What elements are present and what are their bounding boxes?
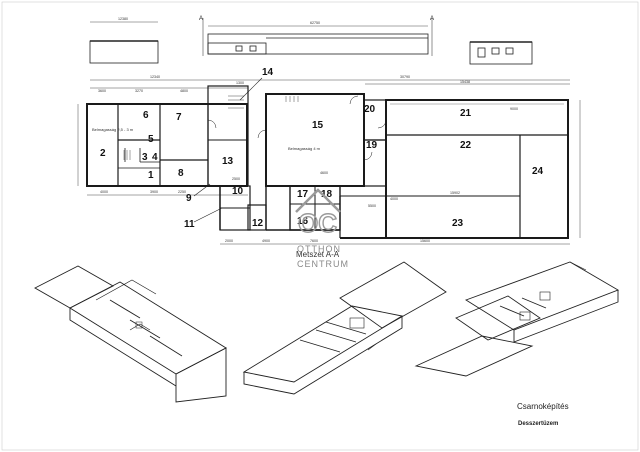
room-number-15: 15 xyxy=(312,120,324,131)
section-a-a: 62750 xyxy=(202,18,433,56)
room-number-16: 16 xyxy=(297,216,309,227)
dim-left-block: 12380 xyxy=(118,17,128,21)
room-note-2: Belmagasság 2,5 - 3 m xyxy=(92,127,134,132)
dim-seg-h: 5500 xyxy=(368,204,376,208)
drawing-title: Csarnoképítés xyxy=(517,402,569,411)
dim-top-overall: 62750 xyxy=(310,21,320,25)
floor-plan xyxy=(77,79,581,245)
dim-main-width: 12340 xyxy=(150,75,160,79)
room-number-4: 4 xyxy=(152,152,158,163)
section-marker-right: A xyxy=(430,16,434,22)
dim-seg-o: 2500 xyxy=(232,177,240,181)
room-number-3: 3 xyxy=(142,152,148,163)
room-number-6: 6 xyxy=(143,110,149,121)
dim-seg-n: 2250 xyxy=(178,190,186,194)
room-number-14: 14 xyxy=(262,67,274,78)
room-number-23: 23 xyxy=(452,218,464,229)
section-label: Metszet A-A xyxy=(296,250,340,259)
dim-seg-j: 7600 xyxy=(310,239,318,243)
room-number-8: 8 xyxy=(178,168,184,179)
room-number-7: 7 xyxy=(176,112,182,123)
isometric-view-right xyxy=(414,261,620,377)
dim-seg-p: 4000 xyxy=(390,197,398,201)
room-number-2: 2 xyxy=(100,148,106,159)
room-number-21: 21 xyxy=(460,108,472,119)
elevation-right xyxy=(469,41,533,65)
room-numbers: 1 2 3 4 5 6 7 8 9 10 11 12 13 14 15 16 1… xyxy=(100,67,544,230)
dim-seg-f: 2000 xyxy=(225,239,233,243)
room-number-12: 12 xyxy=(252,218,264,229)
dim-seg-i: 15600 xyxy=(420,239,430,243)
room-number-18: 18 xyxy=(321,189,333,200)
dim-seg-d: 1300 xyxy=(236,81,244,85)
dim-seg-k: 15902 xyxy=(450,191,460,195)
room-note-15: Belmagasság 4 m xyxy=(288,146,321,151)
watermark-otthon: OTTHON xyxy=(297,244,341,254)
dimension-labels: 12340 30790 15438 3600 3270 4800 1300 90… xyxy=(98,75,518,243)
room-number-19: 19 xyxy=(366,140,378,151)
dim-seg-b: 3270 xyxy=(135,89,143,93)
section-marker-left: A xyxy=(199,16,203,22)
dim-seg-c: 4800 xyxy=(180,89,188,93)
room-number-1: 1 xyxy=(148,170,154,181)
dim-right-block: 30790 xyxy=(400,75,410,79)
watermark-logo: OC xyxy=(295,188,341,239)
room-number-11: 11 xyxy=(184,219,195,230)
dim-seg-a: 3600 xyxy=(98,89,106,93)
room-number-22: 22 xyxy=(460,140,472,151)
room-number-24: 24 xyxy=(532,166,544,177)
dim-seg-l: 4600 xyxy=(320,171,328,175)
room-number-17: 17 xyxy=(297,189,309,200)
elevation-left: 12380 xyxy=(89,17,159,64)
room-number-10: 10 xyxy=(232,186,244,197)
watermark-monogram: OC xyxy=(298,208,337,238)
dim-seg-m: 3900 xyxy=(150,190,158,194)
isometric-view-center xyxy=(242,261,447,395)
dim-seg-q: 4000 xyxy=(100,190,108,194)
isometric-view-left xyxy=(34,265,227,403)
drawing-subtitle: Desszertüzem xyxy=(518,421,559,427)
room-number-20: 20 xyxy=(364,104,376,115)
dim-seg-g: 4900 xyxy=(262,239,270,243)
leader-lines xyxy=(193,77,263,223)
dim-seg-e: 9000 xyxy=(510,107,518,111)
room-number-13: 13 xyxy=(222,156,234,167)
watermark-centrum: CENTRUM xyxy=(297,259,349,269)
room-number-9: 9 xyxy=(186,193,192,204)
room-number-5: 5 xyxy=(148,134,154,145)
dim-right-top: 15438 xyxy=(460,80,470,84)
